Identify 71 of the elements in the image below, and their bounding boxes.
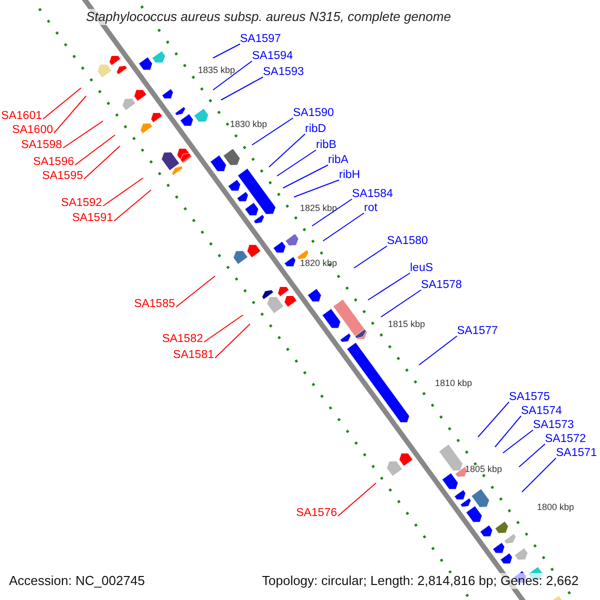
leader-line [54, 96, 86, 134]
leader-line [62, 120, 104, 148]
gene-label: SA1600 [12, 123, 53, 137]
gene-label: SA1573 [533, 418, 574, 432]
diagram-title: Staphylococcus aureus subsp. aureus N315, complete genome [86, 9, 451, 25]
gene-label: SA1581 [173, 348, 214, 362]
position-label: 1810 kbp [435, 378, 472, 389]
leader-line [322, 212, 364, 242]
gene-label: SA1574 [521, 404, 562, 418]
leader-line [418, 336, 458, 366]
leader-line [114, 190, 152, 222]
gene-label: SA1572 [545, 432, 586, 446]
gene-label: SA1591 [72, 211, 113, 225]
leader-line [84, 146, 120, 180]
gene-label: SA1584 [352, 187, 393, 201]
leader-line [282, 164, 328, 188]
genome-stats-text: Topology: circular; Length: 2,814,816 bp; Genes: 2,662 [262, 573, 579, 589]
leader-line [518, 444, 546, 468]
gene-label: ribA [328, 153, 348, 167]
leader-line [102, 178, 144, 206]
position-label: 1815 kbp [388, 319, 426, 330]
gene-label: SA1593 [263, 65, 304, 79]
leader-line [268, 134, 306, 168]
gene-label: SA1590 [293, 106, 334, 120]
gene-label: SA1597 [240, 32, 281, 46]
gene-label: SA1582 [162, 332, 203, 346]
gene-label: SA1594 [252, 49, 293, 63]
leader-line [478, 402, 510, 438]
position-label: 1830 kbp [230, 119, 268, 130]
leader-line [368, 272, 410, 300]
leader-line [214, 324, 250, 358]
gene-label: leuS [410, 261, 434, 275]
position-label: 1820 kbp [300, 258, 338, 269]
leader-line [252, 118, 294, 146]
gene-label: SA1576 [296, 506, 337, 520]
gene-label: ribH [339, 168, 360, 182]
gene-label: SA1585 [134, 297, 175, 311]
leader-line [42, 88, 82, 120]
leader-line [354, 246, 388, 268]
leader-line [220, 76, 264, 100]
leader-line [276, 150, 316, 176]
leader-line [204, 314, 244, 342]
gene-label: SA1575 [509, 390, 550, 404]
gene-label: SA1598 [21, 138, 62, 152]
gene-label: SA1571 [556, 446, 597, 460]
leader-line [494, 416, 522, 448]
gene-label: SA1595 [42, 169, 83, 183]
gene-label: SA1596 [33, 155, 74, 169]
position-label: 1825 kbp [300, 203, 338, 214]
leader-line [522, 458, 556, 492]
leader-line [74, 134, 116, 166]
gene-label: SA1601 [1, 109, 42, 123]
accession-text: Accession: NC_002745 [9, 573, 145, 589]
leader-line [176, 276, 216, 308]
position-label: 1800 kbp [537, 502, 574, 513]
leader-line [312, 198, 352, 226]
leader-line [338, 482, 376, 516]
gene-label: SA1577 [457, 324, 498, 338]
leader-line [212, 44, 240, 58]
gene-label: ribD [305, 122, 326, 136]
gene-label: SA1580 [387, 234, 428, 248]
gene-label: SA1592 [61, 196, 102, 210]
leader-line [212, 60, 252, 90]
gene-label: SA1578 [421, 278, 462, 292]
position-label: 1805 kbp [465, 464, 502, 475]
leader-line [294, 180, 340, 198]
gene-label: rot [364, 201, 378, 215]
position-label: 1835 kbp [198, 65, 236, 76]
gene-label: ribB [316, 138, 336, 152]
leader-line [380, 290, 422, 318]
leader-line [502, 430, 534, 454]
